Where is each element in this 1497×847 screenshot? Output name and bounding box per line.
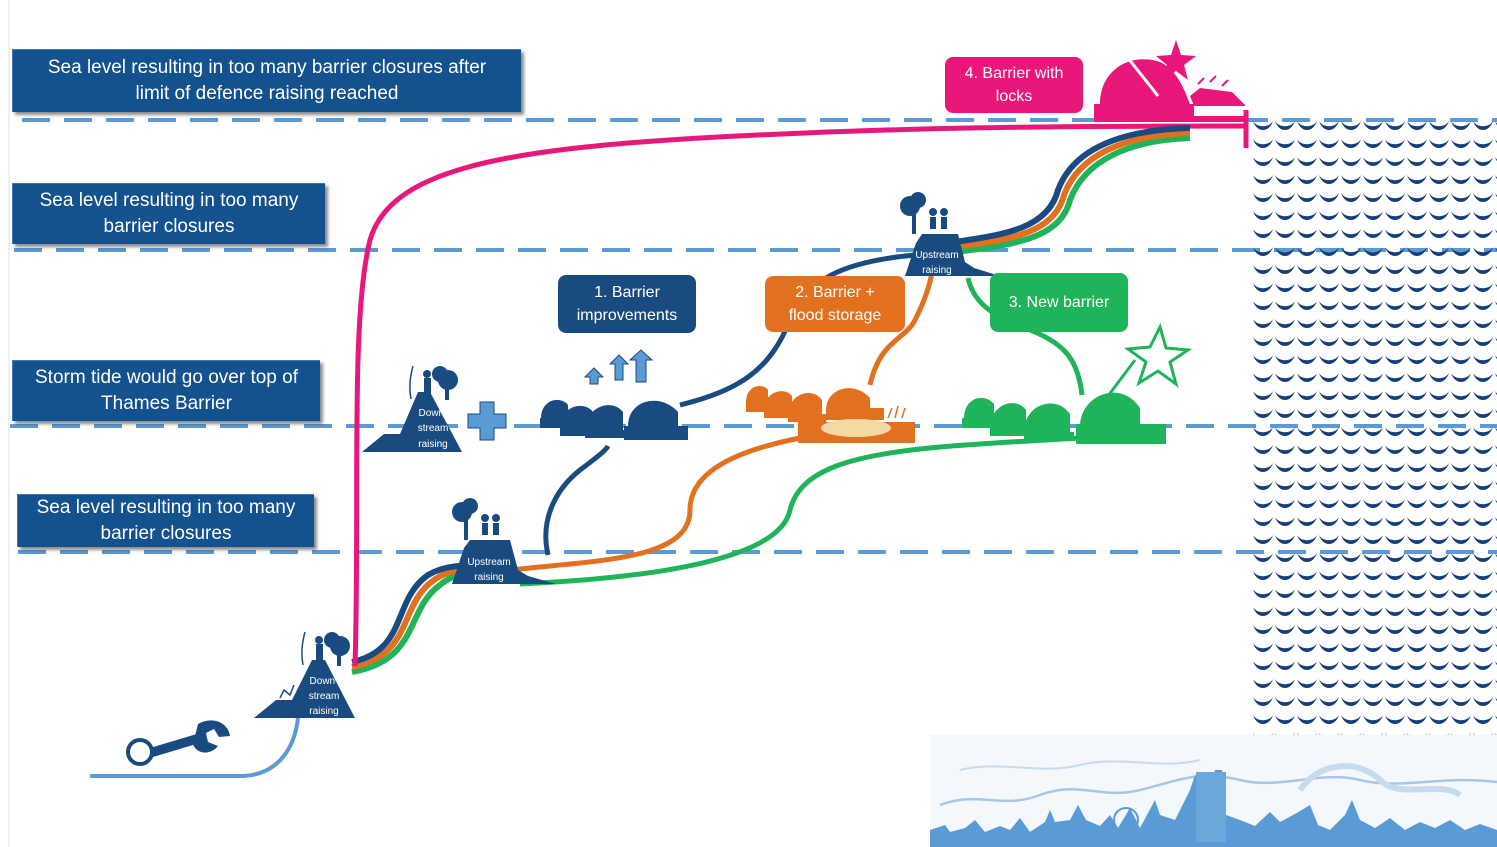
plus-icon — [467, 401, 507, 441]
downstream-raising-label-upper-2: stream — [418, 423, 449, 434]
upstream-raising-label-lower-1: Upstream — [467, 557, 510, 568]
upstream-raising-icon-lower: Upstream raising — [452, 498, 556, 584]
downstream-raising-icon-lower: Down- stream raising — [254, 631, 355, 718]
late-pathways — [954, 125, 1191, 255]
london-skyline — [930, 735, 1497, 847]
sea-waves — [1252, 117, 1497, 757]
new-barrier-icon — [962, 359, 1166, 444]
option-2-callout: 2. Barrier + flood storage — [765, 276, 905, 332]
barrier-improvements-icon — [540, 349, 688, 440]
pathway-option-2-upper — [867, 271, 935, 386]
pathway-option-2-lower — [509, 427, 840, 573]
upstream-raising-icon-upper: Upstream raising — [900, 192, 1000, 276]
pathway-option-3-lower — [519, 435, 1081, 587]
level-label-closures-lower: Sea level resulting in too many barrier … — [17, 494, 314, 547]
upstream-raising-label-lower-2: raising — [474, 572, 503, 583]
level-label-limit: Sea level resulting in too many barrier … — [12, 49, 521, 112]
option-3-callout: 3. New barrier — [990, 273, 1128, 332]
barrier-with-locks-star-icon — [1156, 40, 1196, 80]
start-path — [90, 717, 300, 778]
level-label-storm-tide: Storm tide would go over top of Thames B… — [12, 360, 320, 421]
pathway-option-4 — [352, 123, 1248, 667]
downstream-raising-label-lower-2: stream — [309, 691, 340, 702]
barrier-with-locks-icon — [1094, 57, 1246, 122]
level-label-closures-upper: Sea level resulting in too many barrier … — [12, 183, 325, 244]
option-4-callout: 4. Barrier with locks — [945, 57, 1083, 113]
option-1-callout: 1. Barrier improvements — [558, 275, 696, 333]
level-lines — [10, 118, 1497, 554]
downstream-raising-label-lower-1: Down- — [310, 676, 339, 687]
downstream-raising-label-lower-3: raising — [309, 706, 338, 717]
downstream-raising-label-upper-3: raising — [418, 439, 447, 450]
downstream-raising-label-upper-1: Down- — [419, 408, 448, 419]
upstream-raising-label-upper-2: raising — [922, 265, 951, 276]
maintenance-spanner-icon — [126, 720, 230, 766]
downstream-raising-icon-upper: Down- stream raising — [362, 365, 462, 452]
pathway-option-3-upper — [965, 277, 1085, 396]
new-barrier-star-icon — [1123, 322, 1193, 388]
pathway-option-1-lower — [543, 444, 611, 556]
upstream-raising-label-upper-1: Upstream — [915, 250, 958, 261]
barrier-flood-storage-icon — [746, 386, 915, 443]
